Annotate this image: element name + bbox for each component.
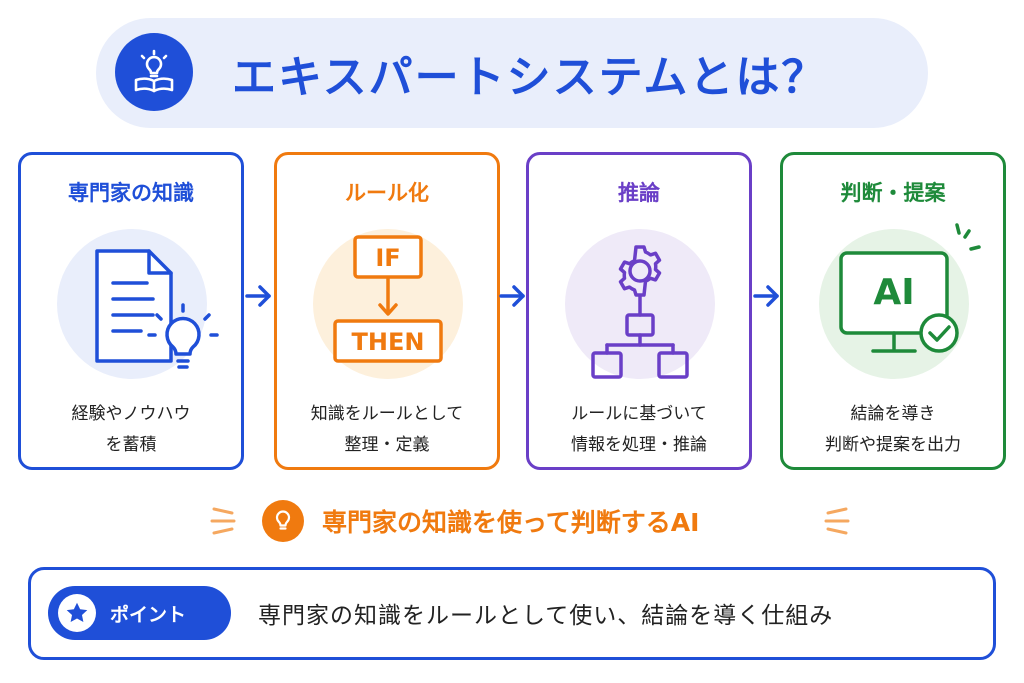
- tagline-sparkle-lines: [210, 507, 850, 535]
- step-desc-line: ルールに基づいて: [571, 404, 707, 424]
- arrow-right-icon: [245, 285, 271, 307]
- step-title: 推論: [618, 181, 660, 205]
- step-card-expert-knowledge: 専門家の知識 経験やノウハウ を蓄積: [18, 152, 244, 470]
- then-label: THEN: [351, 328, 425, 356]
- title-banner: [96, 18, 928, 128]
- step-desc-line: を蓄積: [105, 435, 157, 455]
- arrow-right-icon: [753, 285, 779, 307]
- gear-flowchart-icon: [591, 245, 689, 379]
- step-title: ルール化: [345, 181, 429, 205]
- step-card-rule-making: ルール化 IF THEN 知識をルールとして 整理・定義: [274, 152, 500, 470]
- step-title: 専門家の知識: [68, 181, 194, 205]
- ai-monitor-check-icon: [839, 223, 981, 353]
- document-lightbulb-icon: [95, 249, 219, 369]
- step-desc-line: 整理・定義: [344, 435, 430, 455]
- step-desc-line: 結論を導き: [850, 404, 936, 424]
- tagline: 専門家の知識を使って判断するAI: [322, 508, 700, 537]
- point-badge: ポイント: [48, 586, 231, 640]
- step-desc-line: 判断や提案を出力: [825, 435, 961, 455]
- ai-label: AI: [873, 271, 915, 313]
- point-badge-label: ポイント: [110, 603, 187, 626]
- arrow-right-icon: [499, 285, 525, 307]
- if-then-icon: [333, 235, 443, 363]
- book-lightbulb-icon: [115, 33, 193, 111]
- step-desc-line: 知識をルールとして: [310, 404, 464, 424]
- point-text: 専門家の知識をルールとして使い、結論を導く仕組み: [258, 603, 834, 629]
- step-title: 判断・提案: [840, 181, 946, 205]
- lightbulb-icon: [262, 500, 304, 542]
- step-desc-line: 経験やノウハウ: [71, 404, 191, 424]
- step-card-inference: 推論 ルールに基づいて 情報を処理・推論: [526, 152, 752, 470]
- page-title: エキスパートシステムとは？: [232, 52, 828, 103]
- if-label: IF: [375, 244, 401, 272]
- step-desc-line: 情報を処理・推論: [571, 435, 707, 455]
- step-card-judgment: 判断・提案 AI 結論を導き 判断や提案を出力: [780, 152, 1006, 470]
- star-icon: [58, 594, 96, 632]
